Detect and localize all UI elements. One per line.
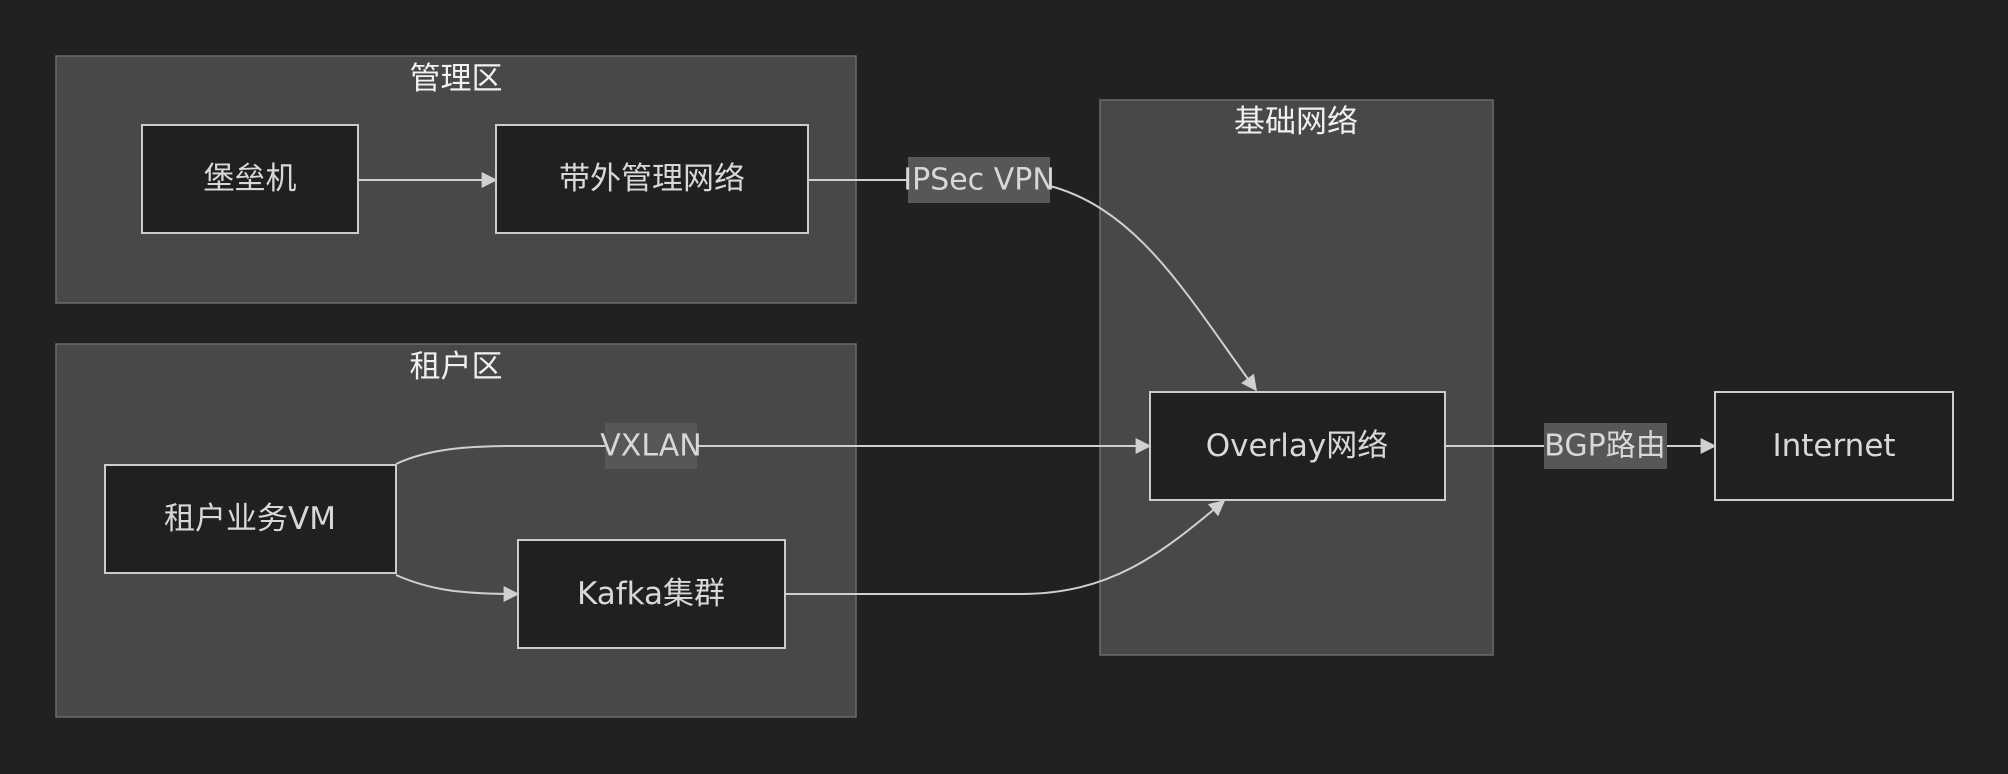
edge-vm-to-overlay: VXLAN	[395, 423, 1150, 469]
edge-overlay-to-internet: BGP路由	[1445, 423, 1715, 469]
cluster-tenant-zone-title: 租户区	[410, 349, 503, 385]
cluster-base-network-title: 基础网络	[1234, 104, 1358, 140]
node-oob-network-label: 带外管理网络	[559, 161, 745, 197]
edge-vm-to-overlay-label-bg	[605, 423, 697, 469]
cluster-base-network-box	[1099, 99, 1494, 656]
node-bastion-label: 堡垒机	[204, 161, 297, 197]
edge-kafka-to-overlay	[785, 499, 1226, 595]
node-kafka[interactable]: Kafka集群	[517, 539, 786, 649]
node-oob-network-box[interactable]	[495, 124, 809, 234]
edge-oob-to-overlay-label: IPSec VPN	[903, 163, 1055, 198]
edge-overlay-to-internet-label: BGP路由	[1544, 429, 1665, 464]
node-tenant-vm-box[interactable]	[104, 464, 397, 574]
edge-overlay-to-internet-label-bg	[1544, 423, 1667, 469]
edge-oob-to-overlay: IPSec VPN	[808, 157, 1256, 390]
node-bastion-box[interactable]	[141, 124, 359, 234]
edge-kafka-to-overlay-line	[785, 499, 1226, 595]
node-overlay-box[interactable]	[1149, 391, 1446, 501]
node-overlay[interactable]: Overlay网络	[1149, 391, 1446, 501]
node-tenant-vm[interactable]: 租户业务VM	[104, 464, 397, 574]
cluster-base-network: 基础网络	[1099, 99, 1494, 656]
edge-vm-to-kafka	[395, 574, 520, 602]
node-tenant-vm-label: 租户业务VM	[164, 501, 336, 537]
node-internet[interactable]: Internet	[1714, 391, 1954, 501]
node-kafka-label: Kafka集群	[577, 576, 725, 612]
node-internet-box[interactable]	[1714, 391, 1954, 501]
node-bastion[interactable]: 堡垒机	[141, 124, 359, 234]
edge-oob-to-overlay-line	[808, 179, 1256, 390]
node-overlay-label: Overlay网络	[1206, 428, 1389, 464]
node-oob-network[interactable]: 带外管理网络	[495, 124, 809, 234]
cluster-mgmt-zone-title: 管理区	[410, 61, 503, 97]
edge-vm-to-overlay-label: VXLAN	[600, 429, 701, 464]
node-internet-label: Internet	[1772, 428, 1895, 464]
node-kafka-box[interactable]	[517, 539, 786, 649]
edge-oob-to-overlay-label-bg	[908, 157, 1050, 203]
edge-vm-to-kafka-line	[395, 574, 520, 602]
edge-vm-to-overlay-line	[395, 446, 1150, 465]
